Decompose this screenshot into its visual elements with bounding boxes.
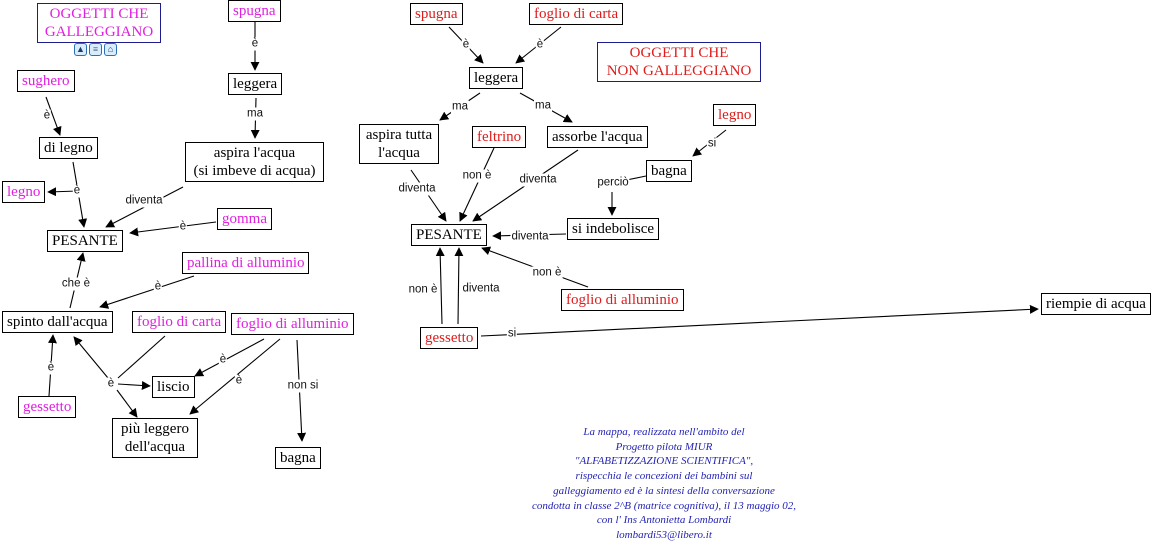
label-gessetto-spinto: è [46, 361, 56, 375]
label-r-carta-leggera: è [535, 38, 545, 52]
link-pallina-spinto [99, 275, 195, 309]
label-r-assorbe-pesante: diventa [518, 173, 558, 187]
link-alluminio-liscio [194, 338, 265, 377]
label-r-bagna-indebolisce: perciò [596, 176, 630, 190]
document-resource-icon[interactable]: ≡ [89, 43, 102, 56]
label-alluminio-bagna: non si [286, 379, 320, 393]
node-di-legno[interactable]: di legno [39, 137, 98, 159]
link-gomma-pesante [129, 221, 217, 237]
label-alluminio-liscio: è [218, 353, 228, 367]
label-r-leggera-assorbe: ma [534, 99, 552, 113]
node-r-aspira-tutta[interactable]: aspira tutta l'acqua [359, 124, 439, 164]
label-gomma-pesante: è [178, 220, 188, 234]
label-leggera-aspira: ma [246, 107, 264, 121]
credits-note: La mappa, realizzata nell'ambito del Pro… [470, 425, 858, 543]
node-r-feltrino[interactable]: feltrino [472, 126, 527, 148]
node-bagna[interactable]: bagna [275, 447, 321, 469]
label-dilegno: è [72, 184, 82, 198]
link-r-gessetto-nonè [435, 247, 445, 325]
label-spinto-pesante: che è [60, 277, 92, 291]
node-r-pesante[interactable]: PESANTE [411, 224, 487, 246]
link-sughero-dilegno [45, 96, 62, 136]
label-r-legno-bagna: si [706, 137, 718, 151]
node-r-foglio-alluminio[interactable]: foglio di alluminio [561, 289, 684, 311]
label-spugna-leggera: è [250, 37, 260, 51]
link-e-piu [116, 389, 138, 418]
title-resource-icons: ▲ ≡ ⌂ [74, 43, 117, 56]
label-r-alluminio-pesante: non è [531, 266, 563, 280]
node-r-si-indebolisce[interactable]: si indebolisce [567, 218, 660, 240]
label-sughero-dilegno: è [42, 109, 52, 123]
label-pallina-spinto: è [153, 280, 163, 294]
node-aspira-acqua[interactable]: aspira l'acqua (si imbeve di acqua) [185, 142, 324, 182]
node-foglio-carta[interactable]: foglio di carta [132, 311, 227, 333]
email-link[interactable]: lombardi53@libero.it [616, 528, 712, 541]
link-r-gessetto-diventa [454, 247, 464, 325]
node-pallina-alluminio[interactable]: pallina di alluminio [182, 252, 310, 274]
link-r-aspira-pesante [410, 169, 447, 222]
node-pesante[interactable]: PESANTE [47, 230, 123, 252]
label-carta: è [106, 377, 116, 391]
concept-map-resource-icon[interactable]: ⌂ [104, 43, 117, 56]
node-piu-leggero[interactable]: più leggero dell'acqua [112, 418, 198, 458]
node-spinto-acqua[interactable]: spinto dall'acqua [2, 311, 113, 333]
link-e-spinto [73, 336, 109, 379]
node-spugna[interactable]: spugna [228, 0, 281, 22]
label-r-aspira-pesante: diventa [397, 182, 437, 196]
node-r-assorbe[interactable]: assorbe l'acqua [547, 126, 648, 148]
label-aspira-pesante: diventa [124, 194, 164, 208]
node-liscio[interactable]: liscio [152, 376, 195, 398]
node-foglio-alluminio[interactable]: foglio di alluminio [231, 313, 354, 335]
node-sughero[interactable]: sughero [17, 70, 75, 92]
image-resource-icon[interactable]: ▲ [74, 43, 87, 56]
node-r-legno[interactable]: legno [713, 104, 757, 126]
label-alluminio-piu: è [234, 374, 244, 388]
node-leggera[interactable]: leggera [228, 73, 283, 95]
label-r-feltrino-pesante: non è [461, 169, 493, 183]
node-r-riempie[interactable]: riempie di acqua [1041, 293, 1151, 315]
node-r-gessetto[interactable]: gessetto [420, 327, 479, 349]
link-r-gessetto-riempie [480, 304, 1039, 337]
node-r-leggera[interactable]: leggera [469, 67, 524, 89]
node-r-foglio-carta[interactable]: foglio di carta [529, 3, 624, 25]
node-gomma[interactable]: gomma [217, 208, 272, 230]
node-r-spugna[interactable]: spugna [410, 3, 463, 25]
node-r-bagna[interactable]: bagna [646, 160, 692, 182]
label-r-gessetto-nonè: non è [407, 283, 439, 297]
label-r-indebolisce-pesante: diventa [510, 230, 550, 244]
label-r-spugna-leggera: è [461, 38, 471, 52]
link-e-liscio [117, 381, 151, 390]
link-carta-e [117, 335, 166, 379]
label-r-gessetto-diventa: diventa [461, 282, 501, 296]
title-sinking: OGGETTI CHE NON GALLEGGIANO [597, 42, 761, 82]
label-r-leggera-aspira: ma [451, 100, 469, 114]
title-floating: OGGETTI CHE GALLEGGIANO [37, 3, 161, 43]
node-gessetto[interactable]: gessetto [18, 396, 77, 418]
link-r-feltrino-pesante [459, 147, 495, 222]
label-r-gessetto-riempie: si [506, 327, 518, 341]
node-legno[interactable]: legno [2, 181, 46, 203]
